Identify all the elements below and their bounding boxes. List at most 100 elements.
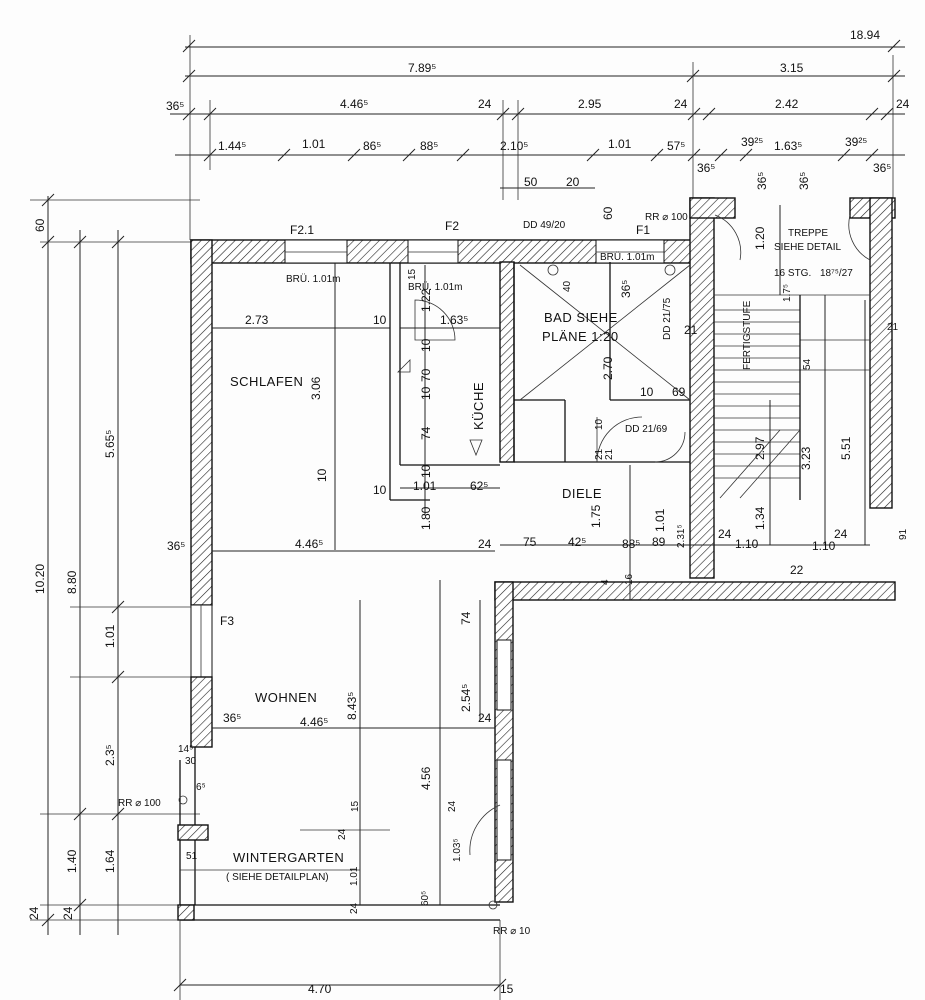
window-rr10-bottom: RR ⌀ 10 [493,926,531,937]
dim-row4-i: 39²⁵ [741,135,763,149]
dim-d89: 89 [652,535,666,549]
wall-stair-right [869,197,893,509]
window-bru1: BRÜ. 1.01m [286,273,340,285]
dim-lw-30: 30 [185,756,197,767]
dim-d16: 16 [624,573,635,585]
dim-left-f3: 1.01 [103,624,117,648]
wall-left-upper [190,239,213,606]
window-f21: F2.1 [290,223,314,237]
dim-t60: 60 [601,206,615,220]
dim-w-101: 1.01 [349,866,360,886]
window-dd2: DD 21/75 [662,297,673,340]
dim-w10: 10 [373,483,387,497]
room-bad-line2: PLÄNE 1:20 [542,329,619,344]
dim-d110b: 1.10 [812,539,836,553]
dim-row4-h: 36⁵ [697,161,715,175]
dim-w-1035: 1.03⁵ [452,838,463,862]
dim-total: 18.94 [850,28,880,42]
walls [177,197,896,921]
window-f2: F2 [445,219,459,233]
dim-k70: 70 [419,368,433,382]
dim-t365: 36⁵ [619,280,633,298]
dim-small-20: 20 [566,175,580,189]
dim-kue-w: 1.63⁵ [440,313,468,327]
dim-row2-b: 3.15 [780,61,804,75]
dim-schlafen-h: 3.06 [309,376,323,400]
dim-lw-65: 6⁵ [196,782,206,793]
wall-corridor [494,581,896,601]
dim-row3-b: 4.46⁵ [340,97,368,111]
room-treppe-steps: 16 STG. [774,268,811,279]
room-treppe-line1: TREPPE [788,228,828,239]
dim-wall10a: 10 [373,313,387,327]
dim-w-456: 4.56 [419,766,433,790]
dim-left-outer: 10.20 [33,564,47,594]
window-dd3: DD 21/69 [625,424,668,435]
room-wintergarten-note: ( SIEHE DETAILPLAN) [226,872,329,883]
dim-row4-k: 39²⁵ [845,135,867,149]
dim-d101: 1.01 [653,508,667,532]
dim-row3-f: 2.42 [775,97,799,111]
dim-row4-l: 36⁵ [873,161,891,175]
window-bru2: BRÜ. 1.01m [408,281,462,293]
dim-schlafen-w: 2.73 [245,313,269,327]
wall-stair-left [689,197,715,579]
wall-bath [499,261,515,463]
dim-w-24c: 24 [447,800,458,812]
dim-left-top: 60 [33,218,47,232]
dim-row4-d: 88⁵ [420,139,438,153]
dim-k625: 62⁵ [470,479,488,493]
dim-d21: 21 [594,448,605,460]
dim-d24: 24 [478,537,492,551]
dim-t323: 3.23 [799,446,813,470]
dim-row4-e: 2.10⁵ [500,139,528,153]
window-f1: F1 [636,223,650,237]
interior-dimension-lines [173,205,870,1000]
dim-d2315: 2.31⁵ [676,524,687,548]
dim-row3-d: 2.95 [578,97,602,111]
window-labels: F2.1 F2 F1 F3 BRÜ. 1.01m BRÜ. 1.01m BRÜ.… [118,212,688,937]
dim-d21b: 21 [604,448,615,460]
dim-k74: 74 [419,426,433,440]
top-dimension-lines: 18.94 7.89⁵ 3.15 36⁵ 4.46⁵ 24 2.95 24 2.… [166,28,910,240]
dim-d22: 22 [790,563,804,577]
dim-lw-51: 51 [186,851,198,862]
dim-t175: 1.7⁵ [782,284,793,302]
dim-t297: 2.97 [753,436,767,460]
dim-left-mid: 8.80 [65,570,79,594]
dim-w-605: 60⁵ [420,891,431,906]
dim-k10: 10 [419,338,433,352]
dim-d110: 1.10 [735,537,759,551]
dim-row3-g: 24 [896,97,910,111]
left-dimension-lines: 60 10.20 8.80 5.65⁵ 1.01 2.3⁵ 1.40 1.64 … [27,193,200,935]
room-labels: SCHLAFEN KÜCHE BAD SIEHE PLÄNE 1:20 DIEL… [226,228,853,883]
dim-w-254: 2.54⁵ [459,684,473,712]
dim-r21: 21 [887,322,899,333]
dim-row4-g: 57⁵ [667,139,685,153]
dim-w-24b: 24 [337,828,348,840]
dim-left-lower: 2.3⁵ [103,744,117,766]
dim-t270: 2.70 [601,356,615,380]
dim-small-365a: 36⁵ [755,172,769,190]
wall-left-lower [190,676,213,748]
dim-k10c: 10 [419,464,433,478]
room-fertigstufe: FERTIGSTUFE [742,300,753,370]
dim-lw-145: 14⁵ [178,744,193,755]
window-dd1: DD 49/20 [523,220,566,231]
dim-k180: 1.80 [419,506,433,530]
dim-row4-a: 1.44⁵ [218,139,246,153]
dim-left-bottom1: 24 [27,906,41,920]
dim-t54: 54 [802,358,813,370]
dim-small-365b: 36⁵ [797,172,811,190]
dim-k122: 1.22 [419,288,433,312]
dim-w10-vert: 10 [315,468,329,482]
dim-row3-e: 24 [674,97,688,111]
dim-row2-a: 7.89⁵ [408,61,436,75]
dim-row3-c: 24 [478,97,492,111]
room-wintergarten: WINTERGARTEN [233,850,344,865]
dim-left-low1: 1.40 [65,849,79,873]
dim-t69: 69 [672,385,686,399]
dim-r91: 91 [898,528,909,540]
dim-d425: 42⁵ [568,535,586,549]
dim-t21: 21 [684,323,698,337]
